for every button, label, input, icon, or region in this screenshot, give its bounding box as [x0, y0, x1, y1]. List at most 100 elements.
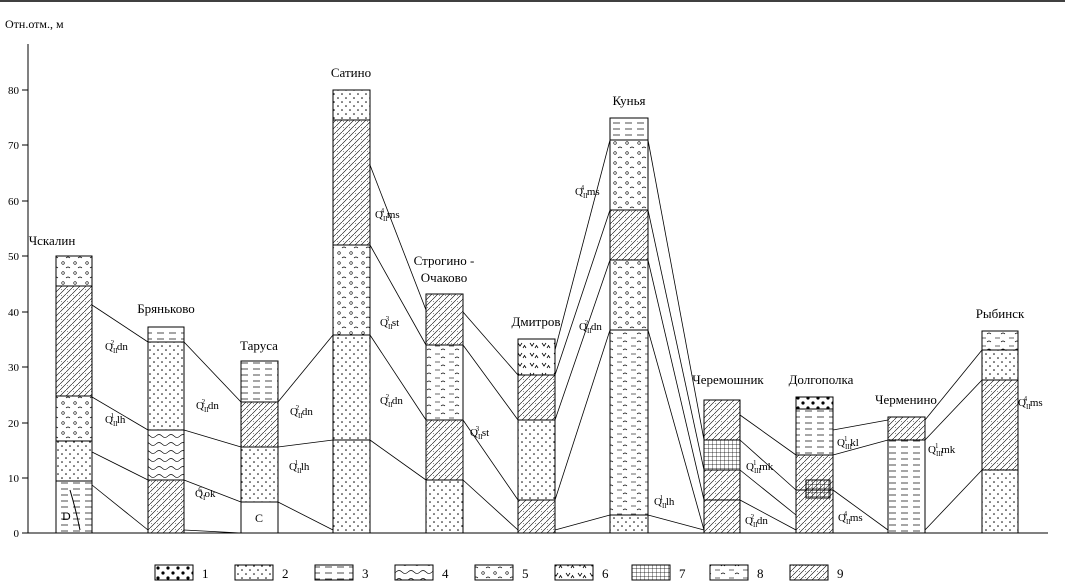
legend: 1 2 3 4 5 6 7 8 9 [154, 564, 844, 581]
corr-line [554, 514, 611, 531]
legend-label-8: 8 [757, 566, 764, 581]
strat-label: QII2 dn [745, 513, 768, 529]
y-tick-50: 50 [8, 251, 20, 263]
svg-text:QII2 dn: QII2 dn [196, 398, 219, 414]
section-column: Кунья [609, 93, 649, 534]
corr-line [924, 379, 983, 441]
strat-label: QIII1 kl [837, 435, 859, 451]
legend-swatch-9 [789, 564, 829, 581]
section-column: Сатино [331, 65, 371, 534]
strat-label: QIII1 mk [928, 442, 956, 458]
corr-line [924, 469, 983, 531]
corr-line [832, 439, 889, 456]
legend-label-1: 1 [202, 566, 209, 581]
corr-line [739, 439, 797, 491]
corr-line [462, 344, 519, 421]
legend-label-5: 5 [522, 566, 529, 581]
bedrock-label: D [62, 509, 71, 523]
section-name: Таруса [240, 338, 278, 353]
corr-line [183, 341, 242, 403]
y-tick-0: 0 [14, 528, 20, 540]
strat-label: QI6 ok [195, 486, 216, 502]
svg-text:QII3 st: QII3 st [380, 315, 399, 331]
corr-line [277, 334, 334, 403]
section-name: Строгино - [414, 253, 475, 268]
corr-line [91, 396, 149, 431]
corr-line [183, 429, 242, 448]
corr-line [369, 439, 427, 481]
section-column: Черменино [875, 392, 937, 534]
legend-swatch-2 [234, 564, 274, 581]
corr-line [462, 479, 519, 531]
corr-line [647, 259, 705, 501]
section-name: Сатино [331, 65, 371, 80]
legend-swatch-1 [154, 564, 194, 581]
corr-line [277, 501, 334, 531]
strat-label: QII2 dn [105, 339, 128, 355]
corr-line [277, 439, 334, 448]
section-column: Чскалин D [29, 233, 93, 534]
y-tick-20: 20 [8, 418, 20, 430]
corr-line [554, 259, 611, 421]
svg-text:QII3 st: QII3 st [470, 425, 489, 441]
legend-label-2: 2 [282, 566, 289, 581]
corr-line [554, 209, 611, 376]
y-tick-10: 10 [8, 473, 20, 485]
svg-text:QII4 ms: QII4 ms [375, 207, 400, 223]
corr-line [554, 329, 611, 501]
corr-line [91, 484, 149, 531]
y-tick-70: 70 [8, 140, 20, 152]
corr-line [832, 419, 889, 431]
stratigraphic-labels: QII2 dn QII1 lh QII2 dn QI6 ok QII2 dn Q… [105, 184, 1043, 529]
strat-label: QII2 dn [290, 404, 313, 420]
y-tick-60: 60 [8, 196, 20, 208]
y-tick-30: 30 [8, 362, 20, 374]
y-axis-label: Отн.отм., м [5, 17, 64, 31]
svg-text:QII2 dn: QII2 dn [745, 513, 768, 529]
strat-label: QII1 lh [654, 494, 675, 510]
svg-text:QII4 ms: QII4 ms [1018, 395, 1043, 411]
section-name: Дмитров [511, 314, 560, 329]
y-axis-ticks: 0 10 20 30 40 50 60 70 80 [8, 85, 28, 540]
section-column: Долгополка [789, 372, 854, 534]
svg-text:QII2 dn: QII2 dn [105, 339, 128, 355]
strat-label: QII4 ms [375, 207, 400, 223]
corr-line [832, 489, 889, 531]
svg-text:QII4 ms: QII4 ms [575, 184, 600, 200]
svg-text:QII2 dn: QII2 dn [380, 393, 403, 409]
section-name: Кунья [612, 93, 645, 108]
corr-line [369, 164, 427, 311]
strat-label: QII2 dn [196, 398, 219, 414]
section-name-line2: Очаково [421, 270, 467, 285]
strat-label: QII3 st [380, 315, 399, 331]
svg-text:QIII1 mk: QIII1 mk [746, 459, 774, 475]
y-tick-80: 80 [8, 85, 20, 97]
y-tick-40: 40 [8, 307, 20, 319]
legend-label-4: 4 [442, 566, 449, 581]
strat-label: QII2 dn [380, 393, 403, 409]
corr-line [647, 139, 705, 441]
legend-label-6: 6 [602, 566, 609, 581]
legend-label-7: 7 [679, 566, 686, 581]
corr-line [739, 469, 797, 516]
corr-line [183, 479, 242, 503]
corr-line [739, 499, 797, 531]
svg-text:QIII1 kl: QIII1 kl [837, 435, 859, 451]
legend-swatch-8 [709, 564, 749, 581]
corr-line [369, 244, 427, 346]
corr-line [739, 414, 797, 456]
svg-text:QI6 ok: QI6 ok [195, 486, 216, 502]
section-column: Рыбинск [976, 306, 1025, 534]
corr-line [369, 334, 427, 421]
legend-swatch-7 [631, 564, 671, 581]
svg-text:QII2 dn: QII2 dn [290, 404, 313, 420]
section-name: Рыбинск [976, 306, 1025, 321]
corr-line [647, 514, 705, 531]
legend-label-3: 3 [362, 566, 369, 581]
strat-label: QII1 lh [105, 412, 126, 428]
section-name: Чскалин [29, 233, 76, 248]
corr-line [91, 451, 149, 481]
strat-label: QII3 st [470, 425, 489, 441]
corr-line [462, 311, 519, 376]
section-name: Бряньково [137, 301, 195, 316]
